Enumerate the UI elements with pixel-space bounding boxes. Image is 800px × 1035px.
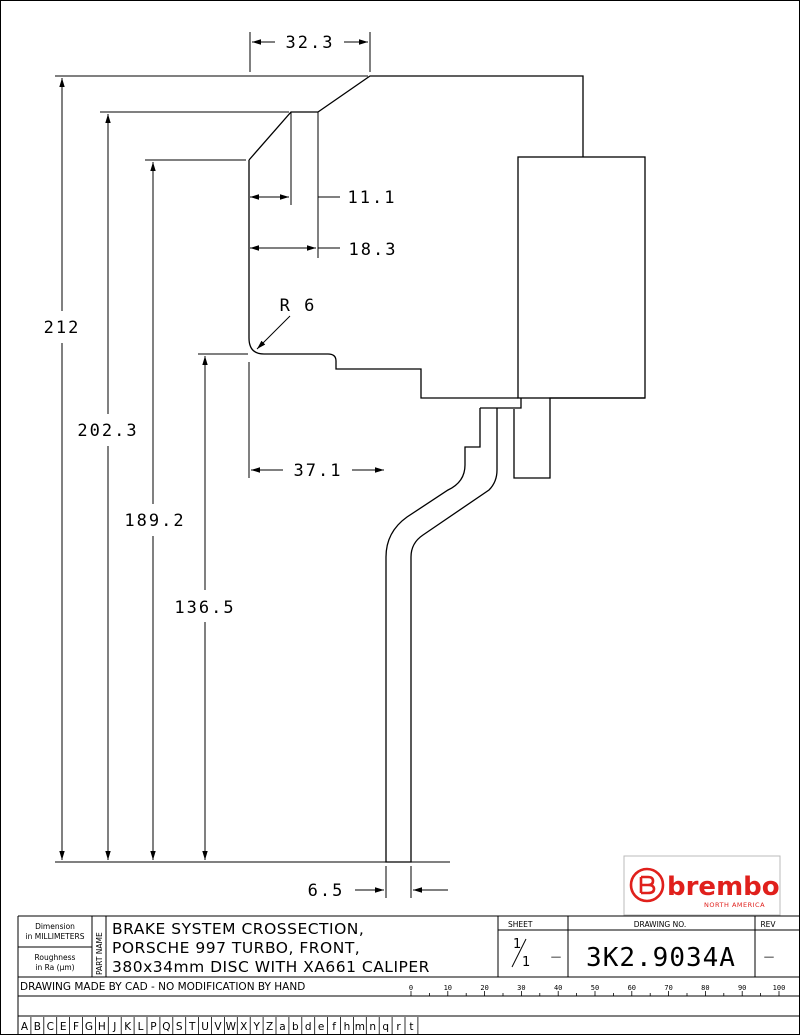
- letter-cell: m: [355, 1021, 365, 1033]
- caliper-bracket: [385, 397, 645, 863]
- hat-outline: [248, 75, 584, 399]
- dim-disc-thickness: 6.5: [308, 881, 345, 901]
- letter-cell: X: [240, 1021, 247, 1033]
- letter-cell: d: [305, 1021, 312, 1033]
- ruler-label: 90: [738, 984, 746, 992]
- title-line-3: 380x34mm DISC WITH XA661 CALIPER: [112, 958, 430, 976]
- letter-cell: t: [409, 1021, 413, 1033]
- title-block-lines: [17, 915, 800, 1035]
- ruler-label: 60: [628, 984, 636, 992]
- dim-hat-offset: 37.1: [294, 461, 343, 481]
- roughness-label-1: Roughness: [35, 953, 76, 962]
- ruler-label: 70: [664, 984, 672, 992]
- dim-height-3: 189.2: [124, 511, 185, 531]
- letter-cell: F: [73, 1021, 79, 1033]
- ruler-label: 40: [554, 984, 562, 992]
- drawing-number: 3K2.9034A: [586, 943, 736, 973]
- units-label-2: in MILLIMETERS: [26, 932, 85, 941]
- dim-top-width: 32.3: [286, 33, 335, 53]
- letter-cell: S: [176, 1021, 183, 1033]
- drawing-no-label: DRAWING NO.: [634, 920, 686, 929]
- scale-ruler: 0 10 20 30 40 50 60 70 80 90 100: [409, 984, 785, 996]
- letter-cell: r: [396, 1021, 401, 1033]
- letter-cell: n: [369, 1021, 376, 1033]
- ruler-label: 20: [480, 984, 488, 992]
- ruler-label: 80: [701, 984, 709, 992]
- logo-subtitle: NORTH AMERICA: [704, 901, 765, 909]
- letter-cell: G: [85, 1021, 93, 1033]
- letter-cell: b: [292, 1021, 299, 1033]
- letter-cell: W: [226, 1021, 237, 1033]
- cross-section: [248, 75, 646, 863]
- title-line-2: PORSCHE 997 TURBO, FRONT,: [112, 939, 360, 957]
- letter-cell: h: [344, 1021, 351, 1033]
- dimensions: [55, 32, 450, 898]
- letter-cell: J: [112, 1021, 116, 1033]
- ruler-label: 0: [409, 984, 413, 992]
- brembo-logo-icon: [629, 867, 665, 903]
- letter-cell: L: [138, 1021, 144, 1033]
- letter-cell: C: [47, 1021, 54, 1033]
- letter-cell: E: [60, 1021, 67, 1033]
- ruler-label: 30: [517, 984, 525, 992]
- letter-cell: K: [124, 1021, 132, 1033]
- letter-cell: B: [34, 1021, 41, 1033]
- roughness-label-2: in Ra (µm): [35, 963, 74, 972]
- dim-height-total: 212: [44, 318, 81, 338]
- part-name-label: PART NAME: [95, 932, 104, 975]
- ruler-label: 50: [591, 984, 599, 992]
- letter-cell: Q: [162, 1021, 170, 1033]
- letter-cell: A: [21, 1021, 29, 1033]
- letter-cell: P: [150, 1021, 156, 1033]
- letter-cell: T: [188, 1021, 196, 1033]
- letter-cell: e: [318, 1021, 324, 1033]
- units-label-1: Dimension: [35, 922, 75, 931]
- brembo-logo: brembo NORTH AMERICA: [623, 855, 781, 916]
- rev-value: —: [764, 951, 775, 963]
- letter-cell: Z: [266, 1021, 273, 1033]
- sheet-total: 1: [522, 955, 530, 970]
- dim-offset-outer: 18.3: [349, 240, 398, 260]
- letter-cell: a: [279, 1021, 285, 1033]
- letter-cell: U: [201, 1021, 209, 1033]
- logo-frame: [623, 855, 781, 916]
- ruler-label: 100: [773, 984, 786, 992]
- letter-cell: Y: [252, 1021, 260, 1033]
- caliper-body: [517, 156, 646, 399]
- rev-label: REV: [760, 920, 776, 929]
- ruler-label: 10: [444, 984, 452, 992]
- logo-brand: brembo: [667, 872, 780, 902]
- dim-offset-inner: 11.1: [348, 188, 397, 208]
- dim-radius: R 6: [280, 296, 317, 316]
- dim-height-2: 202.3: [77, 421, 138, 441]
- dim-height-4: 136.5: [174, 598, 235, 618]
- letter-cell: q: [382, 1021, 389, 1033]
- title-line-1: BRAKE SYSTEM CROSSECTION,: [112, 920, 364, 938]
- letter-cell: f: [332, 1021, 336, 1033]
- sheet-label: SHEET: [508, 920, 533, 929]
- letter-cell: H: [98, 1021, 106, 1033]
- cad-note: DRAWING MADE BY CAD - NO MODIFICATION BY…: [20, 981, 305, 993]
- sheet-number: 1: [513, 937, 521, 952]
- letter-cell: V: [214, 1021, 222, 1033]
- sheet-dash: —: [551, 951, 562, 963]
- sheet-slash: [511, 938, 527, 968]
